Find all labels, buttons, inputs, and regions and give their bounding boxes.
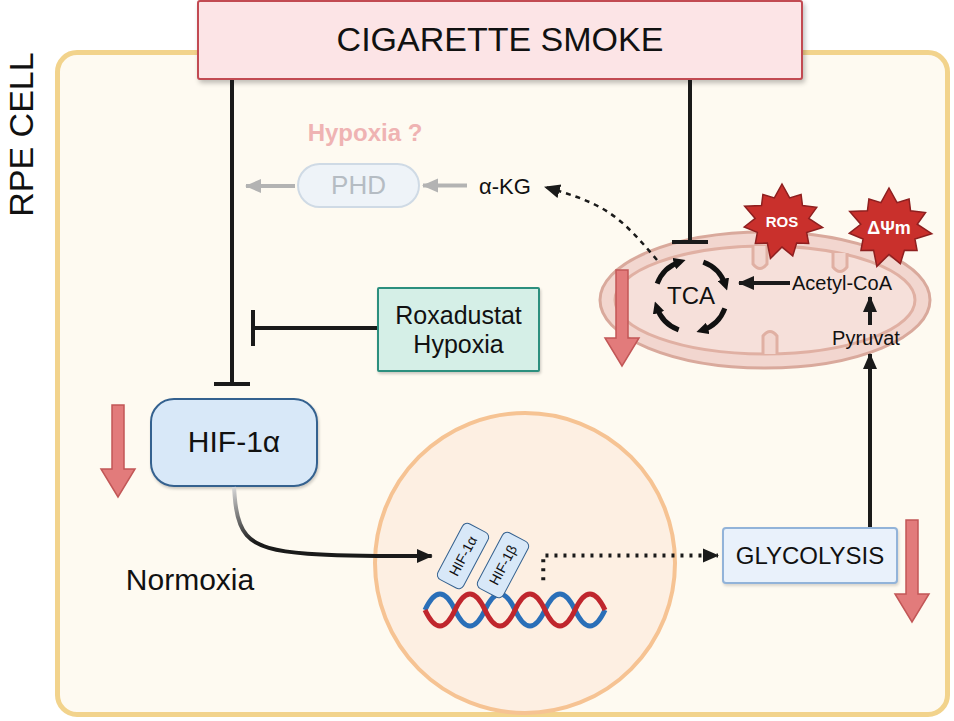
node-text: HIF-1α — [188, 425, 280, 460]
cause-box: CIGARETTE SMOKE — [197, 0, 803, 80]
dna-strand — [425, 594, 605, 626]
cell-boundary: RPE CELLPHDα-KGRoxadustat HypoxiaHIF-1αH… — [55, 50, 950, 717]
node-text: Pyruvat — [832, 327, 900, 350]
node-text: CIGARETTE SMOKE — [337, 20, 664, 59]
decrease-arrow — [895, 520, 929, 622]
metabolite-label: Pyruvat — [826, 325, 906, 351]
node-text: PHD — [331, 171, 386, 201]
mitochondrion-inner — [615, 246, 915, 354]
node-text: Acetyl-CoA — [792, 272, 892, 295]
node-text: α-KG — [479, 174, 531, 199]
metabolite-label: Acetyl-CoA — [792, 270, 892, 296]
node-text: ROS — [766, 213, 799, 230]
node-text: Roxadustat Hypoxia — [389, 301, 529, 359]
crista — [753, 246, 767, 269]
protein-box: HIF-1α — [150, 398, 318, 487]
decrease-arrow — [605, 270, 639, 366]
cycle-arc — [703, 262, 725, 285]
cycle-arc — [702, 308, 725, 330]
condition-label: Hypoxia ? — [308, 119, 423, 147]
crista — [833, 253, 847, 272]
cycle-arc — [657, 262, 680, 284]
node-text: GLYCOLYSIS — [736, 542, 885, 570]
pathway-box: GLYCOLYSIS — [722, 527, 898, 584]
cycle-arc — [657, 307, 679, 330]
nucleus — [375, 413, 675, 713]
decrease-arrow — [101, 405, 135, 497]
enzyme-box: PHD — [297, 163, 420, 208]
condition-label: Normoxia — [126, 563, 254, 597]
metabolite-label: α-KG — [470, 170, 540, 204]
cycle-node: TCA — [645, 250, 737, 342]
crista — [763, 332, 777, 355]
node-text: RPE CELL — [2, 25, 41, 245]
inhibition-bar — [251, 310, 255, 346]
stress-burst: ROS — [739, 184, 825, 260]
node-text: ΔΨm — [867, 218, 911, 239]
faded-arrow — [246, 184, 295, 188]
stress-burst: ΔΨm — [843, 188, 935, 268]
treatment-box: Roxadustat Hypoxia — [377, 287, 540, 372]
dna-strand — [425, 594, 605, 626]
starburst-outline — [744, 184, 822, 258]
node-text: TCA — [667, 282, 715, 310]
starburst-outline — [849, 188, 932, 266]
inhibition-line — [253, 326, 377, 330]
